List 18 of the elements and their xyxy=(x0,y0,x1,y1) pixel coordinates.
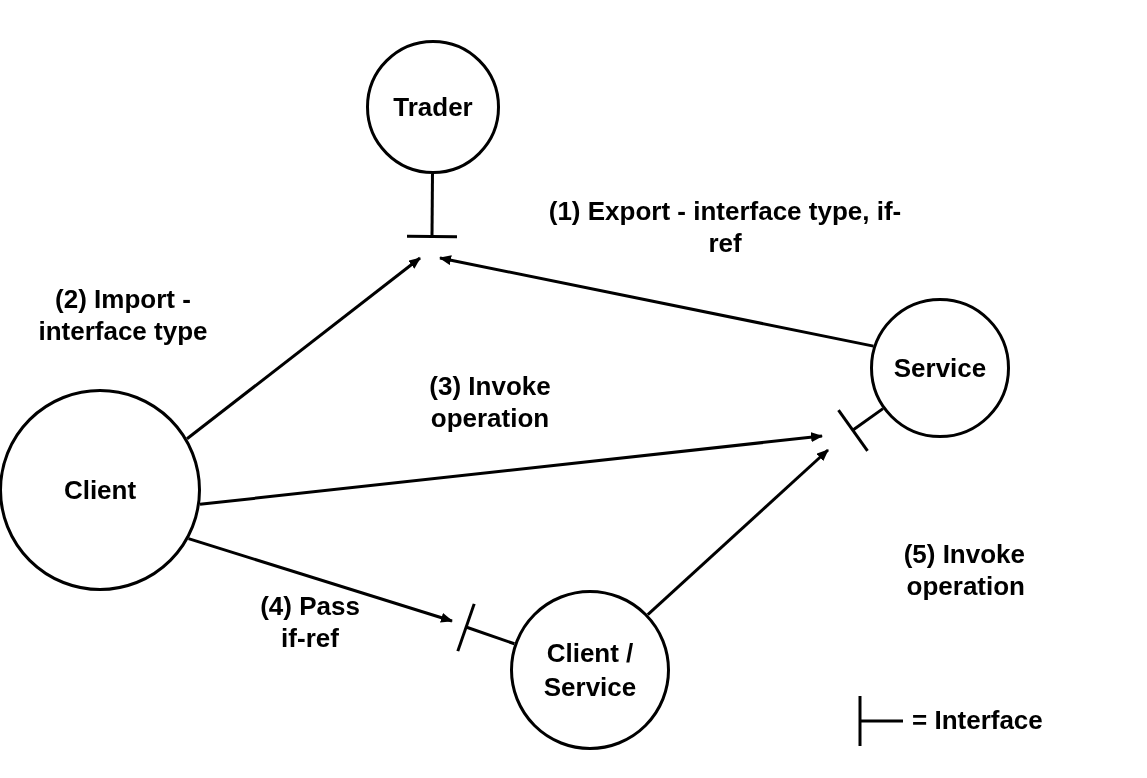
arrow xyxy=(186,256,421,440)
node-label: Trader xyxy=(393,91,473,124)
node-label: Service xyxy=(893,352,987,385)
edge-label: (1) Export - interface type, if-ref xyxy=(547,195,903,259)
legend-text: = Interface xyxy=(912,704,1043,736)
arrow xyxy=(188,537,453,623)
connector-line xyxy=(465,625,515,646)
node-label: Client xyxy=(63,474,137,507)
edge-label: (3) Invoke operation xyxy=(428,370,552,434)
node-label: Client / Service xyxy=(542,637,638,704)
arrow xyxy=(199,432,823,506)
edge-label: (5) Invoke operation xyxy=(902,538,1025,602)
arrow xyxy=(646,448,829,616)
connector-line xyxy=(430,174,434,236)
edge-label: (4) Pass if-ref xyxy=(259,590,361,654)
connector-line xyxy=(852,407,884,432)
edge-label: (2) Import - interface type xyxy=(37,283,209,347)
interface-bar xyxy=(407,234,457,238)
